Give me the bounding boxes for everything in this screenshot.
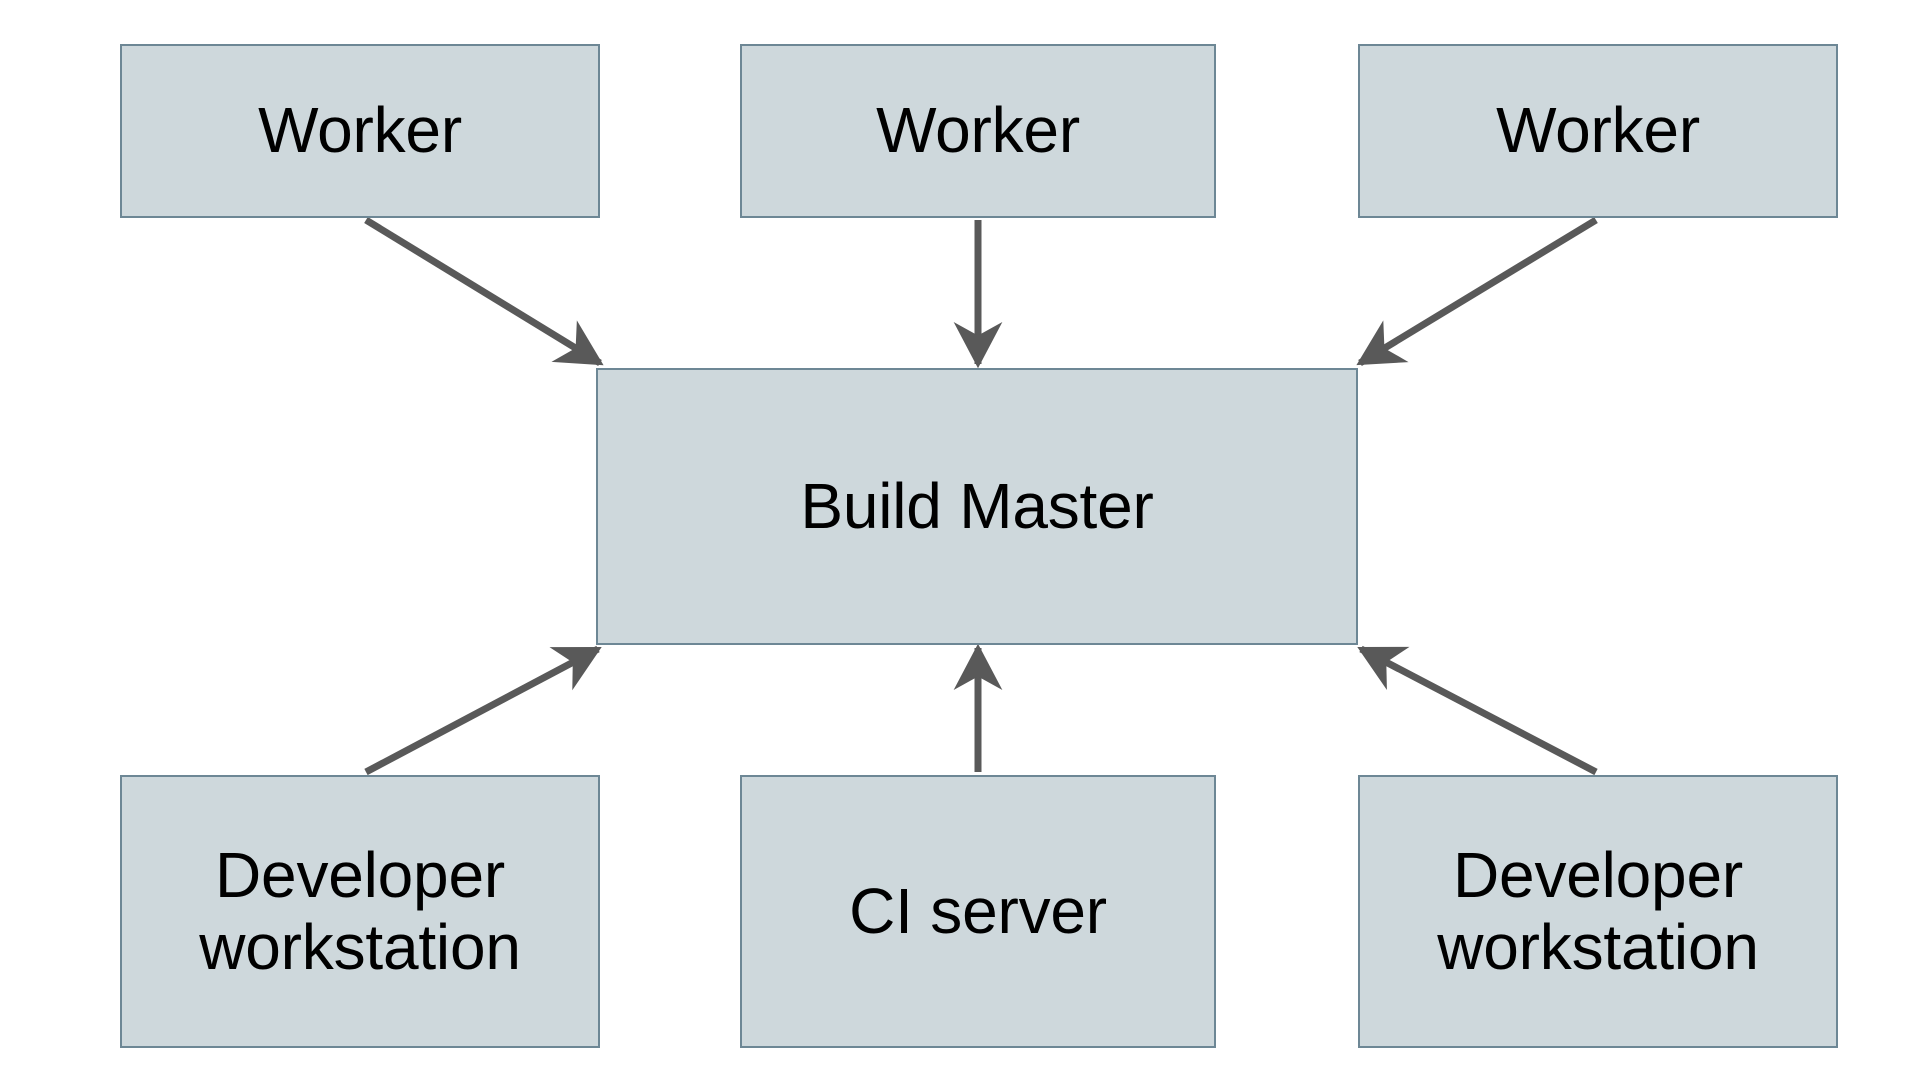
node-build-master[interactable]: Build Master bbox=[596, 368, 1358, 645]
node-developer-workstation-right-label: Developer workstation bbox=[1437, 838, 1759, 983]
edge-dev-ws-right-to-build-master bbox=[1357, 645, 1598, 776]
node-developer-workstation-left[interactable]: Developer workstation bbox=[120, 775, 600, 1048]
node-worker-3-label: Worker bbox=[1496, 94, 1700, 167]
node-developer-workstation-right[interactable]: Developer workstation bbox=[1358, 775, 1838, 1048]
edge-worker-3-to-build-master bbox=[1356, 217, 1598, 366]
node-ci-server-label: CI server bbox=[849, 874, 1107, 947]
node-worker-1[interactable]: Worker bbox=[120, 44, 600, 218]
edge-worker-1-to-build-master bbox=[364, 217, 604, 366]
node-worker-3[interactable]: Worker bbox=[1358, 44, 1838, 218]
node-build-master-label: Build Master bbox=[800, 469, 1154, 542]
edge-dev-ws-left-to-build-master bbox=[364, 645, 602, 776]
node-ci-server[interactable]: CI server bbox=[740, 775, 1216, 1048]
node-worker-2[interactable]: Worker bbox=[740, 44, 1216, 218]
node-developer-workstation-left-label: Developer workstation bbox=[199, 838, 521, 983]
node-worker-2-label: Worker bbox=[876, 94, 1080, 167]
node-worker-1-label: Worker bbox=[258, 94, 462, 167]
